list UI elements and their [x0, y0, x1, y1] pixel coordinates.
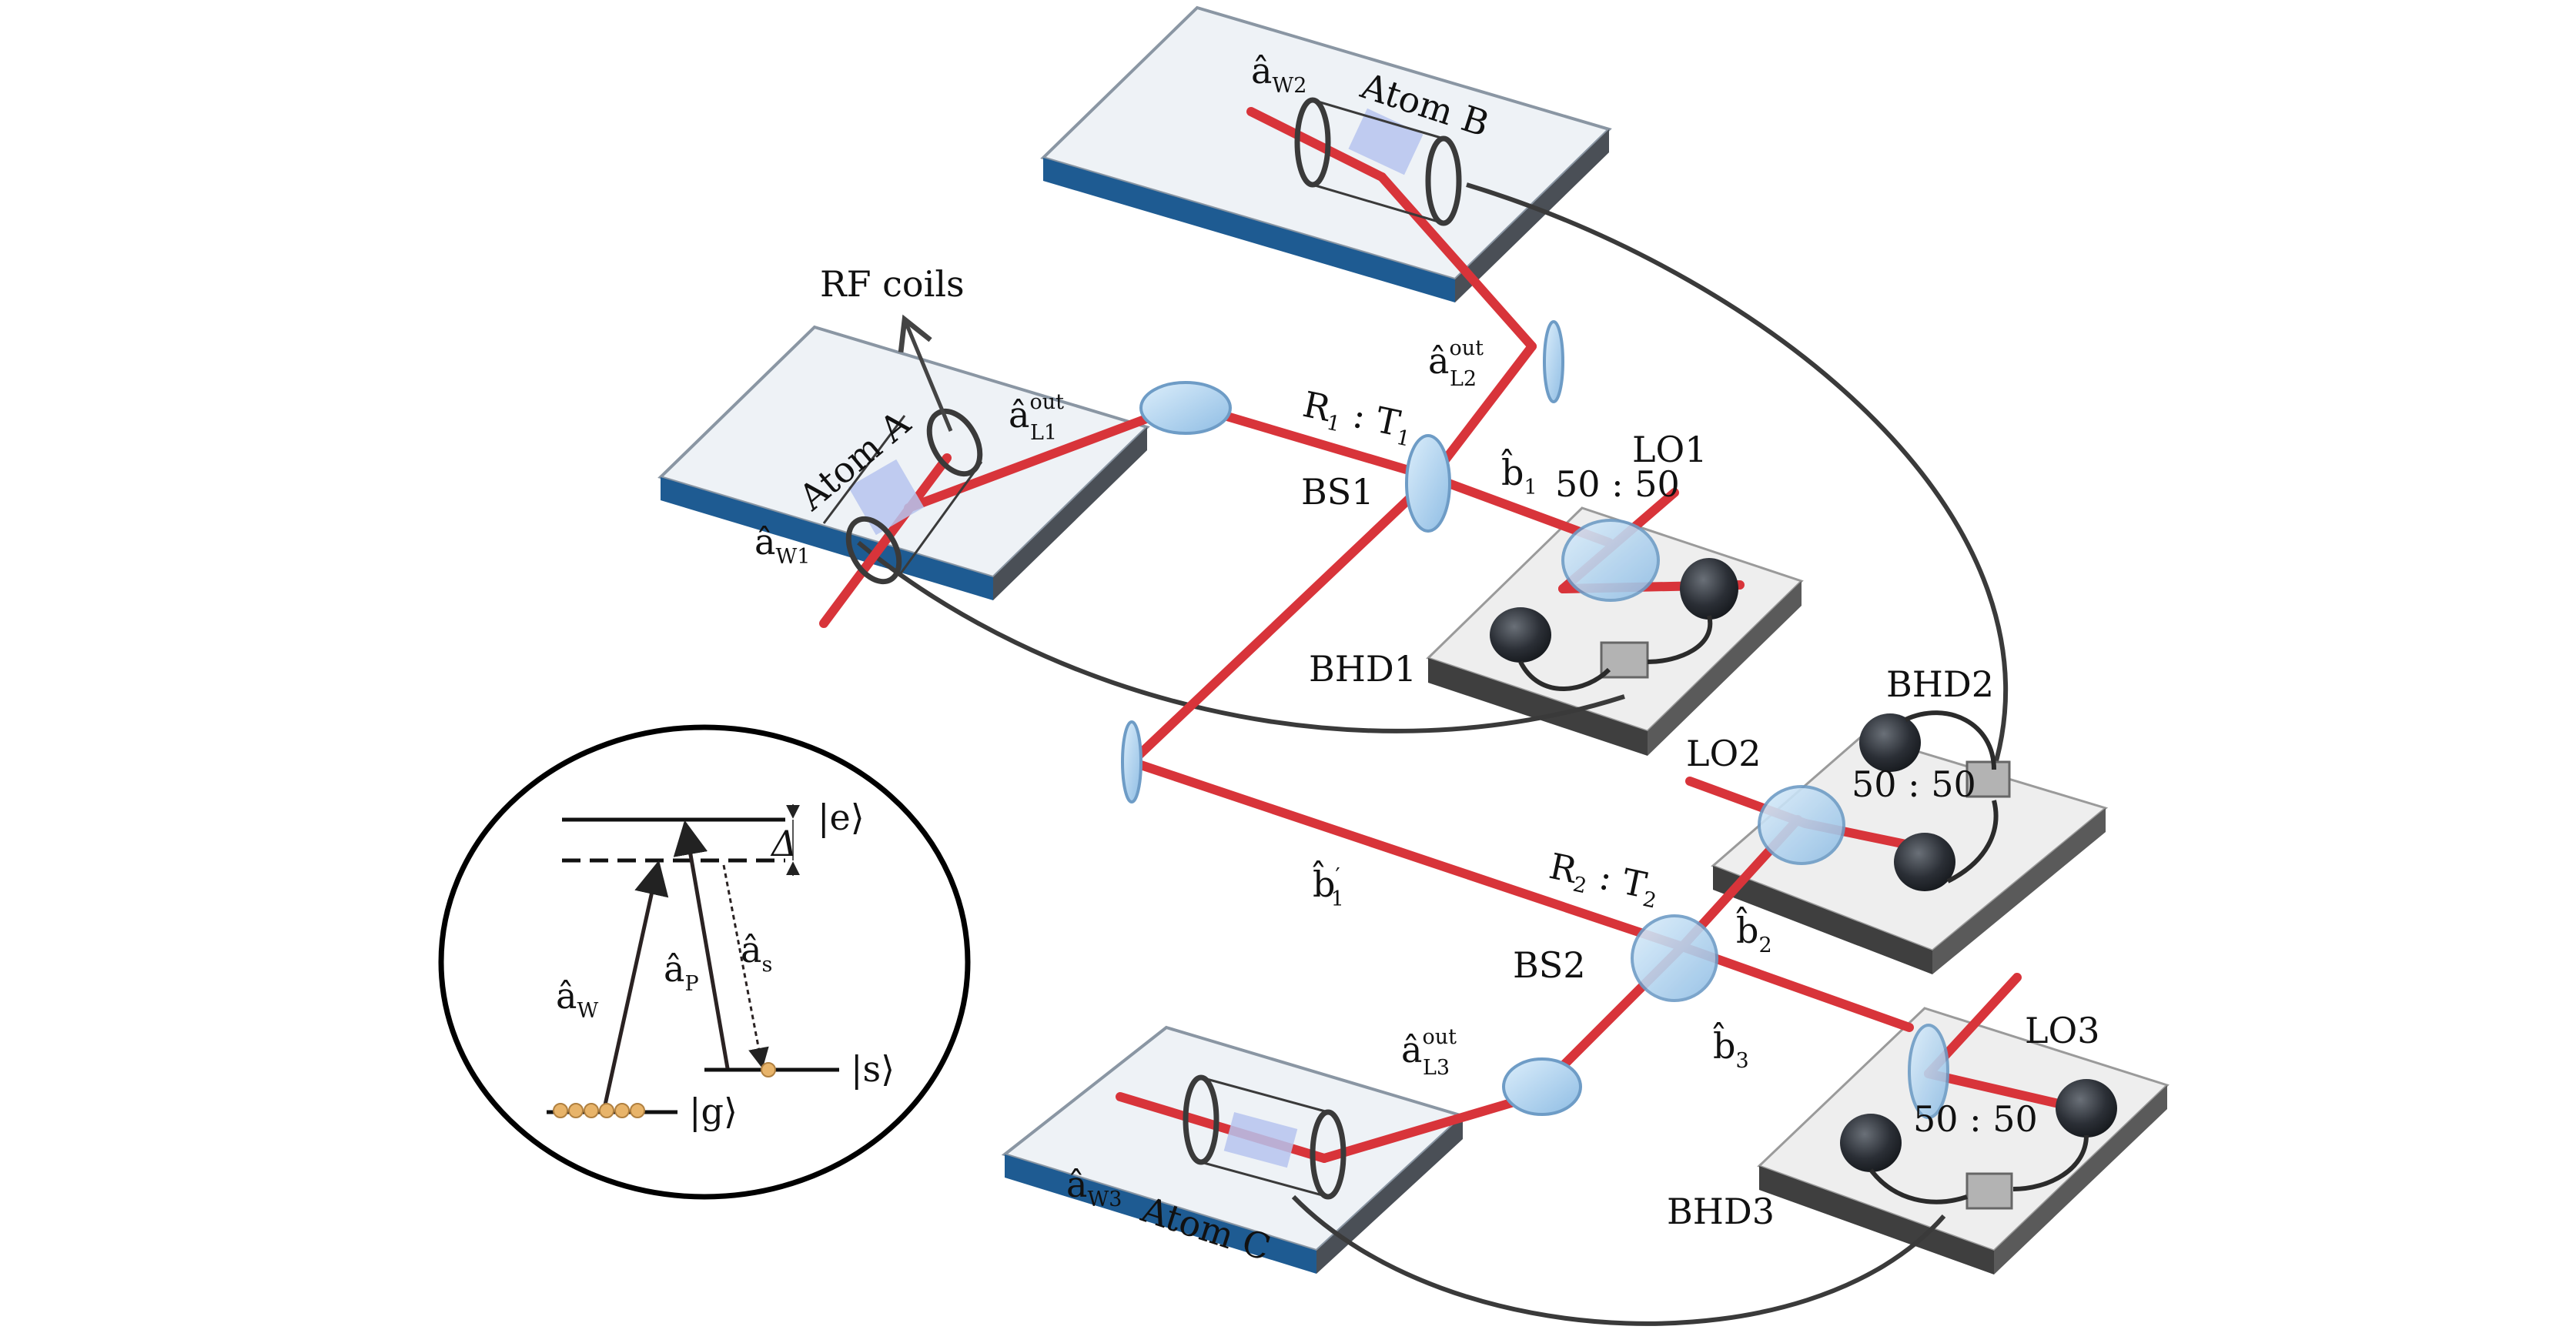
ket-e: |e⟩ [818, 797, 865, 838]
bs1-icon [1405, 434, 1451, 533]
arrow-as-icon [722, 864, 769, 1069]
lo1-label: LO1 [1632, 429, 1708, 470]
cable-atom-a-bhd1 [857, 540, 1625, 733]
mirror-icon [1121, 720, 1142, 803]
bhd1-label: BHD1 [1309, 648, 1417, 690]
beam-b3 [1678, 942, 1914, 1032]
energy-level-inset: |e⟩ |g⟩ |s⟩ Δ âW âP âs [438, 724, 971, 1200]
photodiode-icon [1490, 607, 1551, 663]
rf-coils-arrow-icon [898, 314, 953, 432]
bhd1-splitter-icon [1561, 519, 1660, 602]
label-aW-inset: âW [556, 975, 598, 1023]
rf-coils-label: RF coils [820, 263, 965, 305]
atom-population-icon [553, 1062, 776, 1118]
photodiode-icon [1680, 558, 1738, 620]
atom-c-cell [1183, 1074, 1347, 1200]
atom-a-cell [822, 408, 983, 585]
rf-coil-icon [926, 408, 983, 477]
bhd3-platform [1757, 1007, 2170, 1275]
photodiode-icon [1859, 713, 1921, 772]
cable-atom-c-bhd3 [1291, 1194, 1946, 1326]
delta-label: Δ [770, 823, 797, 864]
photodiode-icon [1840, 1114, 1902, 1172]
beam-b1-prime-a [1127, 473, 1437, 767]
cable-atom-b-bhd2 [1466, 182, 2008, 782]
beam-l2-out-b [1427, 342, 1537, 482]
label-b3: b̂3 [1713, 1021, 1749, 1073]
bhd2-label: BHD2 [1886, 663, 1994, 705]
ket-s: |s⟩ [851, 1048, 895, 1090]
rf-coil-icon [845, 516, 902, 585]
table-atom-a [657, 325, 1150, 600]
label-b2: b̂2 [1736, 906, 1772, 957]
inset-circle [438, 724, 971, 1200]
label-b1: b̂1 [1501, 448, 1537, 499]
lo2-label: LO2 [1686, 733, 1761, 774]
bhd3-detectors [1840, 1079, 2117, 1210]
ket-g: |g⟩ [689, 1091, 738, 1132]
ratio2-label: 50 : 50 [1852, 763, 1976, 805]
label-aW2: âW2 [1251, 50, 1306, 98]
beam-lo3-split [1924, 1069, 2083, 1113]
atom-b-cell [1294, 97, 1462, 226]
beam-atom-c-out [1320, 1092, 1537, 1163]
bhd-box-icon [1965, 1172, 2013, 1210]
signal-cables [857, 182, 2008, 1326]
label-aW3: âW3 [1066, 1164, 1122, 1211]
mirrors [1121, 320, 1582, 1116]
bhd3-label: BHD3 [1667, 1191, 1775, 1232]
bhd2-detectors [1859, 710, 2011, 891]
mirror-icon [1139, 381, 1232, 435]
beam-atom-b-write [1246, 107, 1387, 182]
ratio3-label: 50 : 50 [1913, 1098, 2038, 1140]
photodiode-icon [2056, 1079, 2117, 1138]
arrow-aW-icon [602, 860, 669, 1109]
mirror-icon [1543, 320, 1564, 403]
mirror-icon [1502, 1057, 1582, 1116]
beam-atom-a-write [819, 453, 952, 628]
bs2-label: BS2 [1513, 944, 1586, 986]
bhd2-splitter-icon [1758, 785, 1845, 865]
bs2-icon [1631, 914, 1718, 1002]
label-r1-t1: R1 : T1 [1298, 383, 1417, 452]
label-r2-t2: R2 : T2 [1544, 845, 1663, 914]
label-b1-prime: b̂′1 [1313, 860, 1344, 911]
label-aP-inset: âP [664, 948, 699, 996]
lo3-label: LO3 [2025, 1010, 2100, 1051]
beam-l2-out-a [1377, 172, 1537, 351]
bs1-label: BS1 [1301, 471, 1374, 513]
arrow-aP-icon [673, 820, 730, 1069]
beam-l1-out [904, 399, 1190, 513]
label-aW1: âW1 [754, 521, 810, 569]
beam-b1-prime-b [1127, 757, 1687, 951]
beam-splitters [1405, 434, 1949, 1119]
bhd1-detectors [1490, 558, 1738, 691]
bhd-box-icon [1965, 760, 2011, 798]
bhd3-splitter-icon [1908, 1024, 1949, 1119]
label-as-inset: âs [741, 929, 772, 977]
ratio1-label: 50 : 50 [1555, 463, 1680, 505]
photodiode-icon [1894, 833, 1955, 891]
